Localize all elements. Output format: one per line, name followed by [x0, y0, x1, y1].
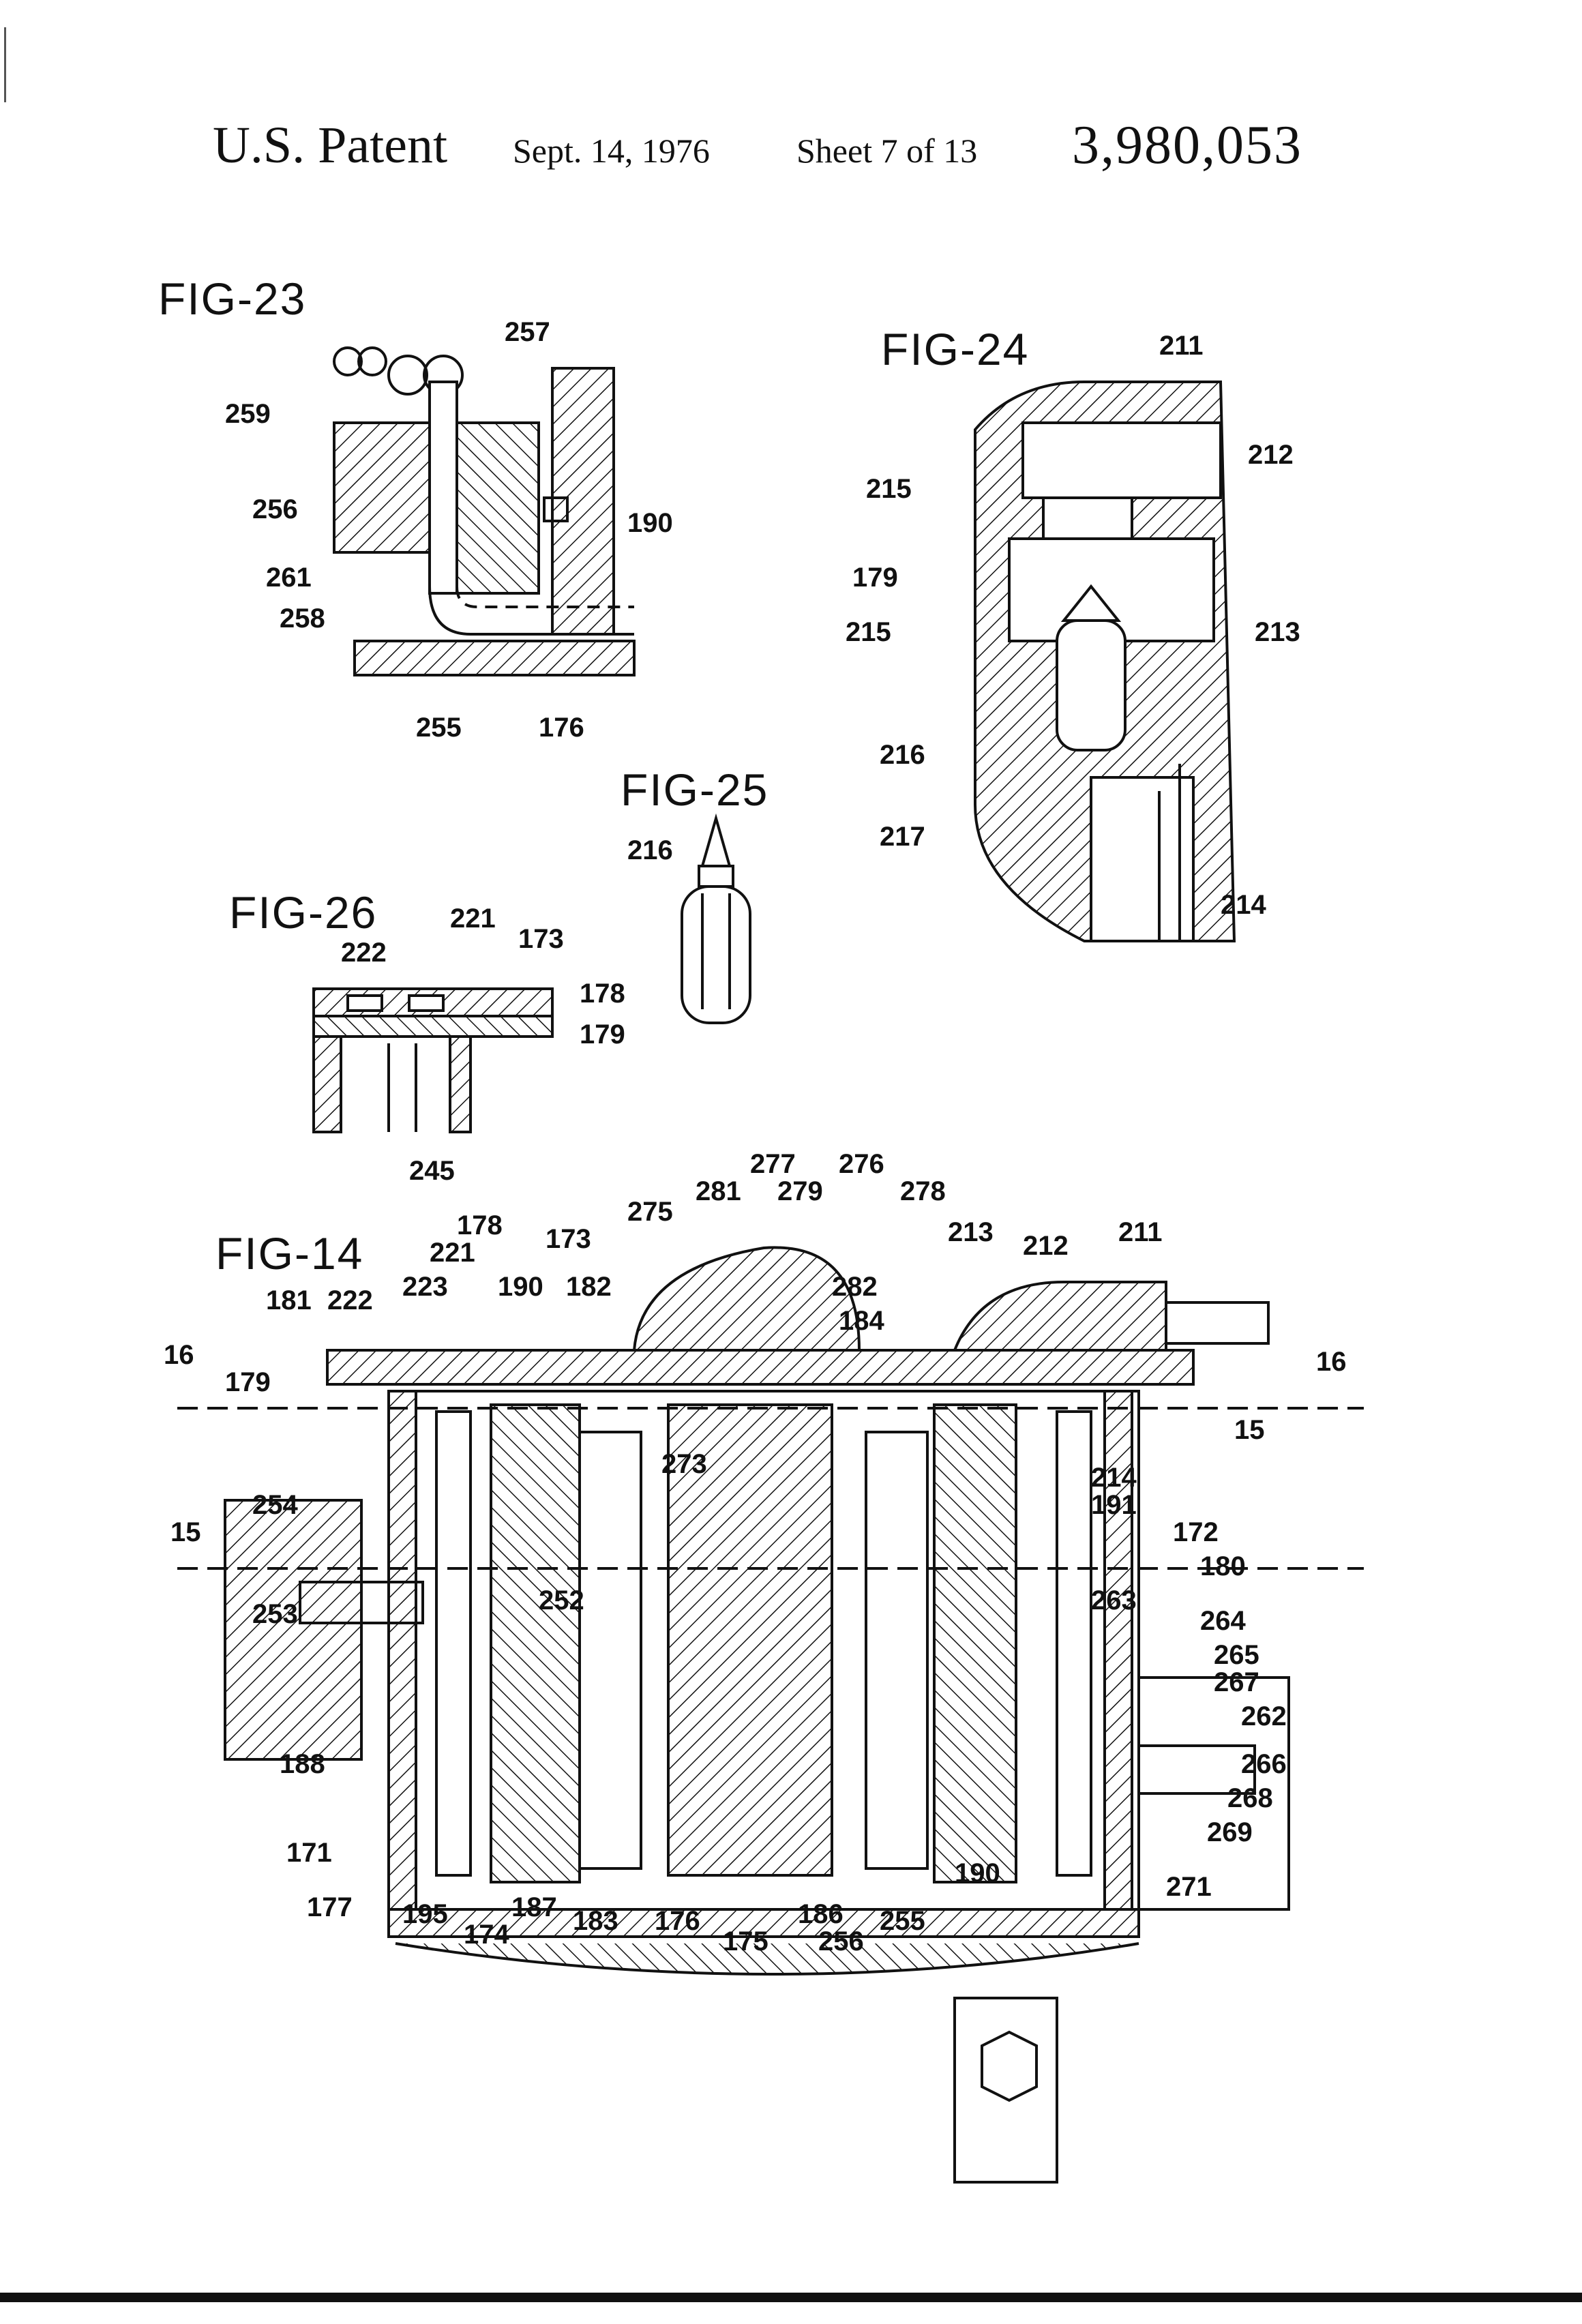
fig24-ref-213: 213 — [1255, 617, 1300, 647]
fig23-ref-256: 256 — [252, 494, 298, 524]
fig14-ref-190: 190 — [498, 1272, 543, 1302]
fig14-ref-264: 264 — [1200, 1606, 1246, 1636]
fig14-ref-211: 211 — [1118, 1217, 1163, 1247]
fig14-ref-271: 271 — [1166, 1872, 1212, 1902]
fig14-ref-184: 184 — [839, 1306, 884, 1336]
fig14-ref-174: 174 — [464, 1920, 509, 1950]
fig14-ref-256: 256 — [818, 1926, 864, 1956]
fig26-ref-179: 179 — [580, 1019, 625, 1049]
fig14-ref-281: 281 — [696, 1176, 741, 1206]
fig26-reference-labels: 221 173 222 178 179 245 — [341, 904, 625, 1186]
fig14-ref-188: 188 — [280, 1749, 325, 1779]
fig24-ref-217: 217 — [880, 822, 925, 852]
fig14-ref-253: 253 — [252, 1599, 298, 1629]
fig14-ref-277: 277 — [750, 1149, 796, 1179]
fig14-ref-276: 276 — [839, 1149, 884, 1179]
fig23-ref-190: 190 — [627, 508, 673, 538]
fig14-ref-177: 177 — [307, 1892, 353, 1922]
fig23-ref-255: 255 — [416, 713, 462, 743]
fig26-ref-222: 222 — [341, 938, 387, 968]
fig24-ref-212: 212 — [1248, 440, 1294, 470]
fig26-ref-173: 173 — [518, 924, 564, 954]
fig14-ref-16: 16 — [1316, 1347, 1347, 1377]
patent-number: 3,980,053 — [1072, 115, 1302, 177]
fig26-ref-178: 178 — [580, 979, 625, 1009]
fig14-ref-254: 254 — [252, 1490, 298, 1520]
fig24-ref-215: 215 — [866, 474, 912, 504]
fig14-ref-267: 267 — [1214, 1667, 1259, 1697]
fig14-ref-182: 182 — [566, 1272, 612, 1302]
fig23-ref-257: 257 — [505, 317, 550, 347]
fig14-ref-255: 255 — [880, 1906, 925, 1936]
fig23-ref-261: 261 — [266, 563, 312, 593]
fig14-ref-268: 268 — [1227, 1783, 1273, 1813]
fig23-ref-259: 259 — [225, 399, 271, 429]
fig14-ref-175: 175 — [723, 1926, 768, 1956]
fig14-ref-172: 172 — [1173, 1517, 1219, 1547]
patent-date: Sept. 14, 1976 — [513, 131, 710, 170]
fig14-ref-212: 212 — [1023, 1231, 1069, 1261]
fig23-drawing: 257 259 256 261 258 190 255 176 — [211, 314, 689, 750]
patent-header: U.S. Patent Sept. 14, 1976 Sheet 7 of 13… — [0, 109, 1582, 191]
fig14-ref-15: 15 — [1234, 1415, 1265, 1445]
fig14-ref-273: 273 — [661, 1449, 707, 1479]
fig24-ref-214: 214 — [1221, 890, 1266, 920]
fig14-ref-282: 282 — [832, 1272, 878, 1302]
fig14-ref-171: 171 — [286, 1838, 332, 1868]
fig24-ref-211: 211 — [1159, 331, 1204, 361]
fig14-ref-275: 275 — [627, 1197, 673, 1227]
fig14-ref-16: 16 — [164, 1340, 194, 1370]
fig14-ref-263: 263 — [1091, 1585, 1137, 1615]
fig26-ref-221: 221 — [450, 904, 496, 934]
fig24-ref-179: 179 — [852, 563, 898, 593]
scan-edge-mark — [4, 27, 6, 102]
sheet-number: Sheet 7 of 13 — [796, 131, 977, 170]
fig14-ref-223: 223 — [402, 1272, 448, 1302]
fig23-ref-176: 176 — [539, 713, 584, 743]
fig23-ref-258: 258 — [280, 604, 325, 634]
fig14-ref-191: 191 — [1091, 1490, 1137, 1520]
fig14-ref-179: 179 — [225, 1367, 271, 1397]
fig24-ref-216: 216 — [880, 740, 925, 770]
fig26-drawing: 221 173 222 178 179 245 — [273, 893, 655, 1187]
fig14-ref-213: 213 — [948, 1217, 994, 1247]
fig14-ref-222: 222 — [327, 1285, 373, 1315]
fig14-ref-183: 183 — [573, 1906, 618, 1936]
fig14-ref-15: 15 — [170, 1517, 201, 1547]
fig14-ref-186: 186 — [798, 1899, 844, 1929]
fig14-ref-190: 190 — [955, 1858, 1000, 1888]
fig25-ref-216: 216 — [627, 835, 673, 865]
fig14-ref-195: 195 — [402, 1899, 448, 1929]
patent-title: U.S. Patent — [213, 116, 447, 175]
fig14-ref-178: 178 — [457, 1210, 503, 1240]
fig24-drawing: 211 212 215 179 215 213 216 217 214 — [839, 327, 1357, 955]
fig14-ref-173: 173 — [546, 1224, 591, 1254]
fig14-ref-278: 278 — [900, 1176, 946, 1206]
fig14-ref-180: 180 — [1200, 1551, 1246, 1581]
fig14-ref-176: 176 — [655, 1906, 700, 1936]
fig14-drawing: 277 276 281 279 278 275 213 212 211 178 … — [164, 1146, 1391, 2189]
fig14-ref-262: 262 — [1241, 1701, 1287, 1731]
fig14-ref-279: 279 — [777, 1176, 823, 1206]
fig14-ref-266: 266 — [1241, 1749, 1287, 1779]
fig14-ref-221: 221 — [430, 1238, 475, 1268]
fig14-ref-214: 214 — [1091, 1463, 1137, 1493]
fig24-ref-215: 215 — [846, 617, 891, 647]
fig14-ref-252: 252 — [539, 1585, 584, 1615]
fig14-ref-265: 265 — [1214, 1640, 1259, 1670]
fig25-reference-labels: 216 — [627, 835, 673, 865]
fig14-ref-187: 187 — [511, 1892, 557, 1922]
bottom-rule — [0, 2293, 1582, 2302]
fig14-ref-269: 269 — [1207, 1817, 1253, 1847]
fig14-ref-181: 181 — [266, 1285, 312, 1315]
